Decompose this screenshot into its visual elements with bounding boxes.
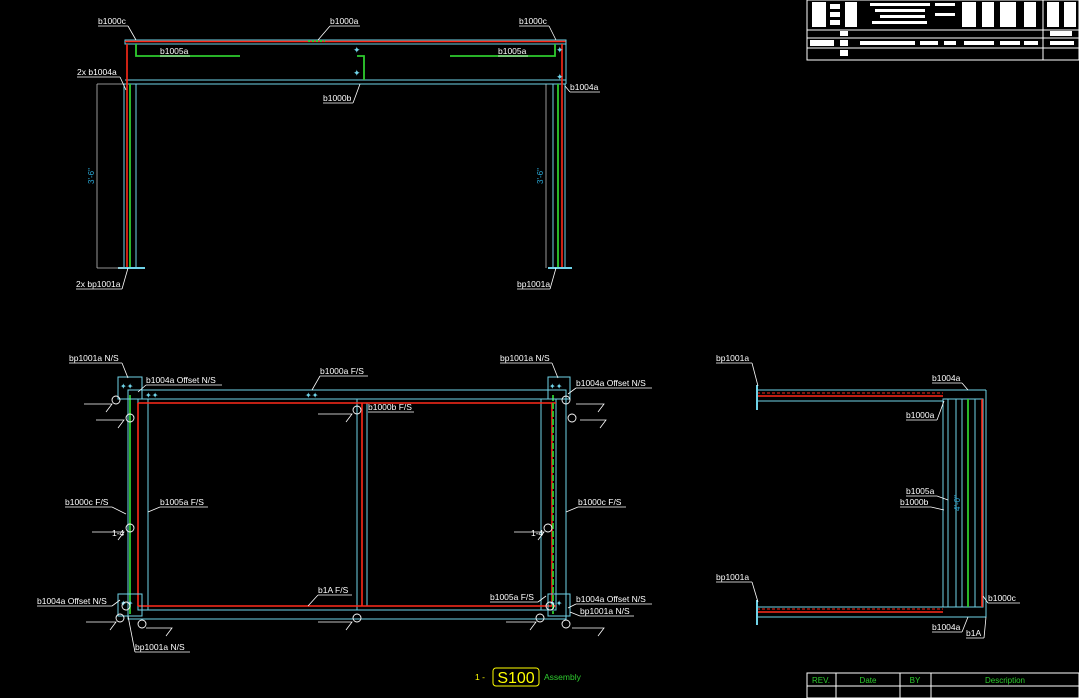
side-label-bottom-column: b1004a <box>932 622 961 632</box>
elev-label-top-center-beam: b1000a <box>330 16 359 26</box>
plan-label-bottom-beam: b1A F/S <box>318 585 349 595</box>
elev-label-left-column: 2x b1004a <box>77 67 117 77</box>
svg-text:✦: ✦ <box>353 45 361 55</box>
rev-header-date: Date <box>860 676 877 685</box>
side-view: 4'-0" bp1001a b1004a b1000a b1005a b1000… <box>716 353 1020 639</box>
sheet-number-badge <box>492 667 540 687</box>
side-label-top-baseplate: bp1001a <box>716 353 749 363</box>
plan-label-br-brace: b1005a F/S <box>490 592 534 602</box>
revision-block: REV. Date BY Description <box>806 672 1079 698</box>
elev-right-height: 3'-6" <box>536 168 545 184</box>
side-label-bottom-baseplate: bp1001a <box>716 572 749 582</box>
rev-header-description: Description <box>985 676 1025 685</box>
plan-label-bl-baseplate: bp1001a N/S <box>135 642 185 652</box>
plan-label-mid-beam: b1000b F/S <box>368 402 412 412</box>
svg-text:✦✦: ✦✦ <box>305 391 319 400</box>
plan-label-top-beam: b1000a F/S <box>320 366 364 376</box>
side-label-bottom-beam: b1A <box>966 628 981 638</box>
elev-label-right-brace: b1005a <box>498 46 527 56</box>
plan-label-br-baseplate: bp1001a N/S <box>580 606 630 616</box>
elev-label-right-column: b1004a <box>570 82 599 92</box>
rev-header-rev: REV. <box>812 676 830 685</box>
plan-label-tr-column-offset: b1004a Offset N/S <box>576 378 646 388</box>
sheet-number: S100 <box>497 670 534 687</box>
plan-label-tl-column-offset: b1004a Offset N/S <box>146 375 216 385</box>
elev-label-left-base: 2x bp1001a <box>76 279 121 289</box>
svg-text:✦: ✦ <box>353 68 361 78</box>
elev-label-left-brace: b1005a <box>160 46 189 56</box>
side-label-top-column: b1004a <box>932 373 961 383</box>
title-block <box>806 0 1079 61</box>
side-label-mid-beam: b1000b <box>900 497 929 507</box>
rev-header-by: BY <box>910 676 921 685</box>
side-depth-dimension: 4'-0" <box>953 495 962 511</box>
plan-view: ✦✦ ✦✦ ✦✦ ✦✦ ✦✦ ✦✦ <box>37 353 652 653</box>
sheet-id: 1 - S100 Assembly <box>475 667 582 687</box>
svg-text:✦✦: ✦✦ <box>145 391 159 400</box>
svg-text:✦✦: ✦✦ <box>549 599 563 608</box>
elev-left-height: 3'-6" <box>87 168 96 184</box>
sheet-title: Assembly <box>544 672 582 682</box>
sheet-number-prefix: 1 - <box>475 672 485 682</box>
plan-weld-left: 1-4 <box>112 528 125 538</box>
plan-weld-right: 1-4 <box>531 528 544 538</box>
side-label-top-beam: b1000a <box>906 410 935 420</box>
svg-text:✦: ✦ <box>556 72 564 82</box>
elev-label-top-left-beam: b1000c <box>98 16 127 26</box>
elev-label-mid-beam: b1000b <box>323 93 352 103</box>
plan-label-tl-baseplate: bp1001a N/S <box>69 353 119 363</box>
elev-label-right-base: bp1001a <box>517 279 550 289</box>
plan-label-br-column-offset: b1004a Offset N/S <box>576 594 646 604</box>
plan-label-bl-column-offset: b1004a Offset N/S <box>37 596 107 606</box>
side-label-brace: b1005a <box>906 486 935 496</box>
svg-text:✦✦: ✦✦ <box>549 382 563 391</box>
svg-text:✦✦: ✦✦ <box>120 599 134 608</box>
elev-label-top-right-beam: b1000c <box>519 16 548 26</box>
plan-label-tr-baseplate: bp1001a N/S <box>500 353 550 363</box>
side-label-edge-beam: b1000c <box>988 593 1017 603</box>
svg-text:✦✦: ✦✦ <box>120 382 134 391</box>
plan-label-right-edge-beam: b1000c F/S <box>578 497 622 507</box>
plan-label-left-brace: b1005a F/S <box>160 497 204 507</box>
svg-text:✦: ✦ <box>556 45 564 55</box>
elevation-view: 3'-6" 3'-6" ✦ ✦ ✦ ✦ b1000c b1000a b1000c… <box>76 16 600 290</box>
plan-label-left-edge-beam: b1000c F/S <box>65 497 109 507</box>
